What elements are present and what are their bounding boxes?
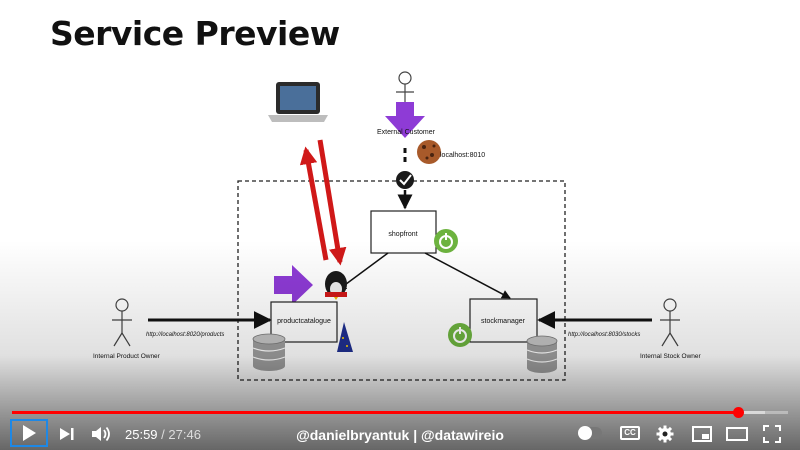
product-owner-actor: [112, 298, 132, 347]
miniplayer-button[interactable]: [690, 420, 714, 448]
time-total: 27:46: [168, 427, 201, 442]
ingress-arrow-icon: [385, 102, 425, 138]
slide-title: Service Preview: [50, 14, 340, 53]
stock-database-icon: [526, 335, 558, 373]
theater-button[interactable]: [724, 420, 750, 448]
stockmanager-label: stockmanager: [481, 318, 526, 325]
stocks-url-label: http://localhost:8030/stocks: [568, 332, 640, 338]
time-separator: /: [161, 427, 165, 442]
fullscreen-icon: [763, 425, 781, 443]
autoplay-knob: [578, 426, 592, 440]
play-icon: [23, 425, 36, 441]
gateway-icon: [396, 171, 414, 189]
products-url-label: http://localhost:8020/products: [146, 332, 224, 338]
theater-icon: [726, 427, 748, 441]
player-controls: 25:59 / 27:46 @danielbryantuk | @datawir…: [0, 418, 800, 450]
subtitles-button[interactable]: CC: [620, 426, 640, 440]
scrubber-handle[interactable]: [733, 407, 745, 418]
shopfront-url-label: localhost:8010: [440, 152, 485, 159]
laptop-icon: [268, 82, 328, 122]
settings-button[interactable]: [654, 420, 676, 448]
shopfront-label: shopfront: [388, 231, 417, 238]
settings-icon: [656, 425, 674, 443]
spring-icon: [448, 323, 472, 347]
tux-icon: [325, 271, 347, 300]
next-icon: [60, 428, 74, 440]
volume-icon: [92, 426, 110, 442]
canary-arrow-icon: [274, 265, 313, 305]
progress-played: [12, 411, 739, 414]
wizard-hat-icon: [337, 322, 353, 352]
stock-owner-actor: [660, 298, 680, 347]
subtitles-icon: CC: [624, 428, 636, 437]
next-button[interactable]: [56, 420, 78, 448]
stock-owner-label: Internal Stock Owner: [640, 353, 702, 360]
spring-icon: [434, 229, 458, 253]
autoplay-toggle[interactable]: [578, 426, 602, 440]
caption-text: @danielbryantuk | @datawireio: [296, 427, 504, 443]
cookie-icon: [417, 140, 441, 164]
play-button[interactable]: [10, 419, 48, 447]
channel-caption: @danielbryantuk | @datawireio: [0, 427, 800, 443]
product-owner-label: Internal Product Owner: [93, 353, 161, 360]
volume-button[interactable]: [90, 420, 114, 448]
time-display: 25:59 / 27:46: [125, 427, 201, 442]
productcatalogue-label: productcatalogue: [277, 318, 331, 325]
progress-bar[interactable]: [12, 407, 788, 418]
miniplayer-icon: [692, 426, 712, 442]
time-current: 25:59: [125, 427, 158, 442]
external-customer-label: External Customer: [377, 129, 436, 136]
product-database-icon: [252, 333, 286, 371]
fullscreen-button[interactable]: [760, 420, 784, 448]
